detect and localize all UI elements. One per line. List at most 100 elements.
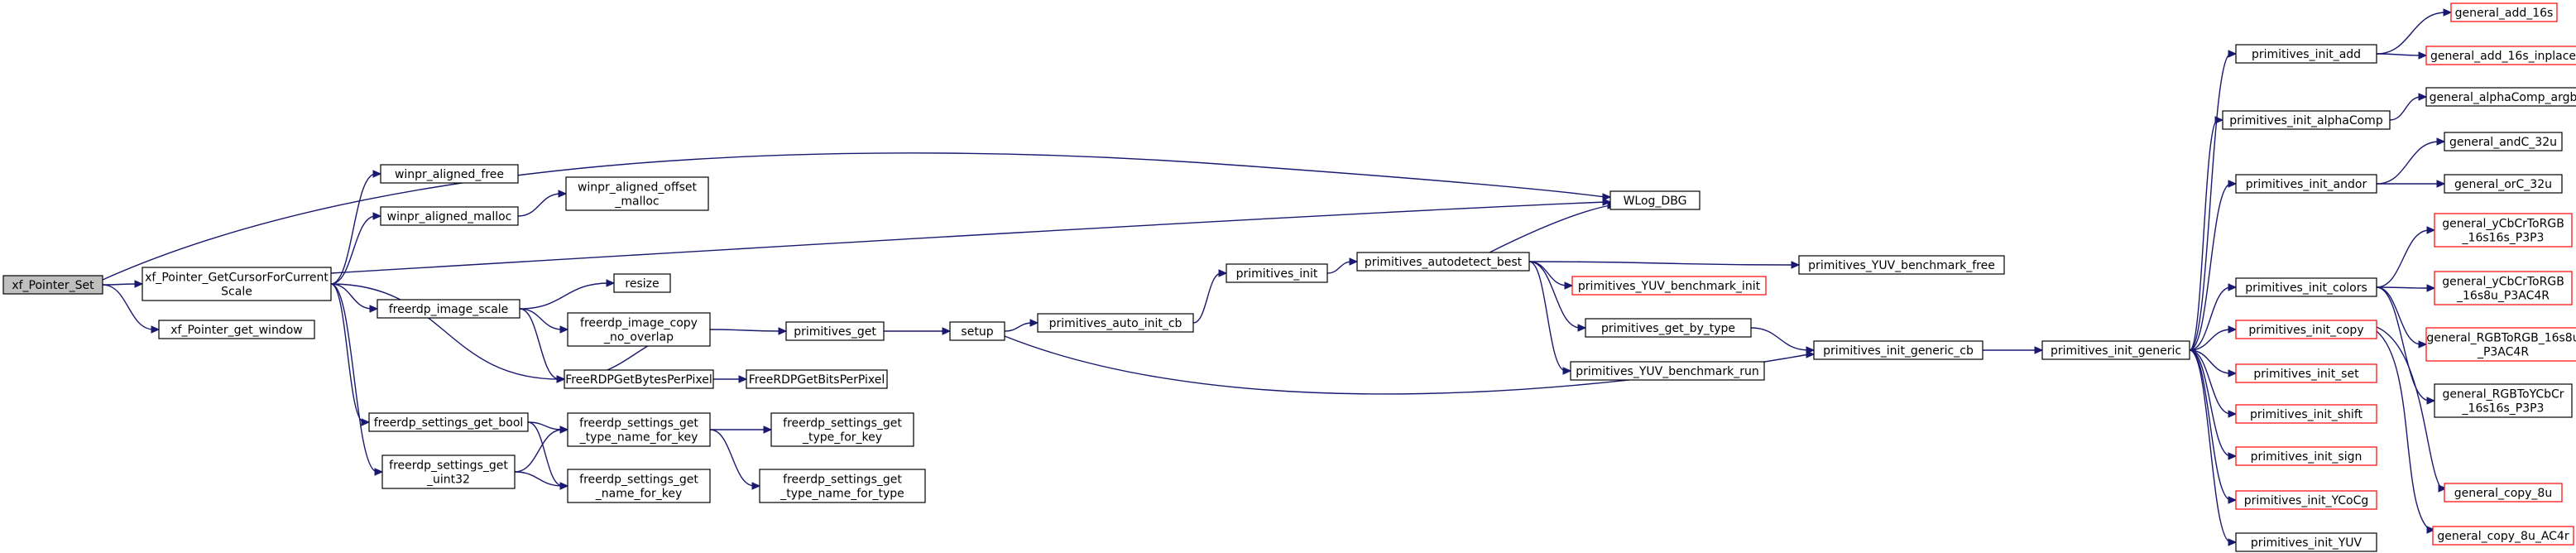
node-general_add_16s[interactable]: general_add_16s xyxy=(2450,2,2558,22)
node-box-primitives_init_add[interactable] xyxy=(2235,44,2377,64)
node-primitives_auto_init_cb[interactable]: primitives_auto_init_cb xyxy=(1037,313,1194,333)
node-general_add_16s_inplace[interactable]: general_add_16s_inplace xyxy=(2425,46,2576,65)
node-box-primitives_init_copy[interactable] xyxy=(2235,320,2377,339)
node-primitives_init_colors[interactable]: primitives_init_colors xyxy=(2235,277,2377,297)
node-box-general_RGBToRGB_16s8u_P3AC4R[interactable] xyxy=(2425,327,2576,362)
node-resize[interactable]: resize xyxy=(613,273,671,293)
node-box-freerdp_settings_get_type_for_key[interactable] xyxy=(770,412,914,447)
node-primitives_YUV_benchmark_run[interactable]: primitives_YUV_benchmark_run xyxy=(1570,361,1765,381)
node-freerdp_settings_get_type_name_for_key[interactable]: freerdp_settings_get_type_name_for_key xyxy=(567,412,711,447)
node-box-general_add_16s[interactable] xyxy=(2450,2,2558,22)
node-box-general_alphaComp_argb[interactable] xyxy=(2425,87,2576,107)
node-primitives_init_generic[interactable]: primitives_init_generic xyxy=(2041,340,2190,360)
node-box-general_add_16s_inplace[interactable] xyxy=(2425,46,2576,65)
node-primitives_YUV_benchmark_free[interactable]: primitives_YUV_benchmark_free xyxy=(1798,255,2005,275)
node-freerdp_settings_get_name_for_key[interactable]: freerdp_settings_get_name_for_key xyxy=(567,469,711,503)
node-box-general_orC_32u[interactable] xyxy=(2444,174,2563,194)
node-primitives_get[interactable]: primitives_get xyxy=(785,321,885,341)
node-box-freerdp_settings_get_bool[interactable] xyxy=(368,412,529,432)
node-box-primitives_init[interactable] xyxy=(1226,263,1328,283)
node-box-primitives_get_by_type[interactable] xyxy=(1585,318,1752,338)
node-general_RGBToYCbCr_16s16s_P3P3[interactable]: general_RGBToYCbCr_16s16s_P3P3 xyxy=(2434,383,2573,418)
node-FreeRDPGetBytesPerPixel[interactable]: FreeRDPGetBytesPerPixel xyxy=(564,369,714,389)
node-setup[interactable]: setup xyxy=(949,321,1005,341)
node-FreeRDPGetBitsPerPixel[interactable]: FreeRDPGetBitsPerPixel xyxy=(746,369,888,389)
node-box-winpr_aligned_malloc[interactable] xyxy=(380,206,519,226)
node-box-primitives_YUV_benchmark_free[interactable] xyxy=(1798,255,2005,275)
node-general_andC_32u[interactable]: general_andC_32u xyxy=(2444,132,2563,151)
node-primitives_init_YUV[interactable]: primitives_init_YUV xyxy=(2235,532,2377,552)
node-box-freerdp_settings_get_name_for_key[interactable] xyxy=(567,469,711,503)
node-box-freerdp_image_copy_no_overlap[interactable] xyxy=(567,312,711,347)
node-box-freerdp_settings_get_type_name_for_key[interactable] xyxy=(567,412,711,447)
node-box-primitives_init_set[interactable] xyxy=(2235,363,2377,383)
node-box-primitives_YUV_benchmark_run[interactable] xyxy=(1570,361,1765,381)
node-box-freerdp_settings_get_uint32[interactable] xyxy=(381,454,516,489)
node-box-general_RGBToYCbCr_16s16s_P3P3[interactable] xyxy=(2434,383,2573,418)
node-primitives_get_by_type[interactable]: primitives_get_by_type xyxy=(1585,318,1752,338)
node-primitives_init_add[interactable]: primitives_init_add xyxy=(2235,44,2377,64)
node-primitives_init_set[interactable]: primitives_init_set xyxy=(2235,363,2377,383)
node-freerdp_image_scale[interactable]: freerdp_image_scale xyxy=(377,299,520,319)
node-box-primitives_init_generic[interactable] xyxy=(2041,340,2190,360)
node-box-primitives_init_YCoCg[interactable] xyxy=(2235,490,2377,510)
node-box-setup[interactable] xyxy=(949,321,1005,341)
node-primitives_init_andor[interactable]: primitives_init_andor xyxy=(2235,174,2377,194)
node-box-winpr_aligned_offset_malloc[interactable] xyxy=(565,176,709,211)
node-box-primitives_init_generic_cb[interactable] xyxy=(1813,340,1984,360)
node-box-freerdp_image_scale[interactable] xyxy=(377,299,520,319)
node-box-FreeRDPGetBitsPerPixel[interactable] xyxy=(746,369,888,389)
node-freerdp_settings_get_type_name_for_type[interactable]: freerdp_settings_get_type_name_for_type xyxy=(759,469,926,503)
node-primitives_init_generic_cb[interactable]: primitives_init_generic_cb xyxy=(1813,340,1984,360)
node-freerdp_image_copy_no_overlap[interactable]: freerdp_image_copy_no_overlap xyxy=(567,312,711,347)
node-general_yCbCrToRGB_16s8u_P3AC4R[interactable]: general_yCbCrToRGB_16s8u_P3AC4R xyxy=(2434,271,2573,305)
node-winpr_aligned_offset_malloc[interactable]: winpr_aligned_offset_malloc xyxy=(565,176,709,211)
node-WLog_DBG[interactable]: WLog_DBG xyxy=(1609,190,1701,210)
node-box-primitives_auto_init_cb[interactable] xyxy=(1037,313,1194,333)
node-box-winpr_aligned_free[interactable] xyxy=(380,164,519,184)
node-box-primitives_init_andor[interactable] xyxy=(2235,174,2377,194)
node-winpr_aligned_malloc[interactable]: winpr_aligned_malloc xyxy=(380,206,519,226)
node-primitives_init_copy[interactable]: primitives_init_copy xyxy=(2235,320,2377,339)
node-primitives_autodetect_best[interactable]: primitives_autodetect_best xyxy=(1356,252,1530,272)
node-freerdp_settings_get_uint32[interactable]: freerdp_settings_get_uint32 xyxy=(381,454,516,489)
node-primitives_YUV_benchmark_init[interactable]: primitives_YUV_benchmark_init xyxy=(1571,276,1767,296)
node-box-general_yCbCrToRGB_16s16s_P3P3[interactable] xyxy=(2434,213,2573,248)
node-primitives_init[interactable]: primitives_init xyxy=(1226,263,1328,283)
node-box-general_copy_8u_AC4r[interactable] xyxy=(2432,526,2574,546)
node-box-general_andC_32u[interactable] xyxy=(2444,132,2563,151)
node-general_yCbCrToRGB_16s16s_P3P3[interactable]: general_yCbCrToRGB_16s16s_P3P3 xyxy=(2434,213,2573,248)
node-box-general_yCbCrToRGB_16s8u_P3AC4R[interactable] xyxy=(2434,271,2573,305)
node-box-primitives_YUV_benchmark_init[interactable] xyxy=(1571,276,1767,296)
node-box-primitives_init_sign[interactable] xyxy=(2235,446,2377,466)
node-general_orC_32u[interactable]: general_orC_32u xyxy=(2444,174,2563,194)
node-box-freerdp_settings_get_type_name_for_type[interactable] xyxy=(759,469,926,503)
node-box-WLog_DBG[interactable] xyxy=(1609,190,1701,210)
node-box-xf_Pointer_GetCursorForCurrentScale[interactable] xyxy=(142,267,332,301)
node-general_alphaComp_argb[interactable]: general_alphaComp_argb xyxy=(2425,87,2576,107)
node-primitives_init_sign[interactable]: primitives_init_sign xyxy=(2235,446,2377,466)
node-box-FreeRDPGetBytesPerPixel[interactable] xyxy=(564,369,714,389)
node-box-primitives_init_alphaComp[interactable] xyxy=(2222,110,2391,130)
node-general_copy_8u_AC4r[interactable]: general_copy_8u_AC4r xyxy=(2432,526,2574,546)
node-box-primitives_init_YUV[interactable] xyxy=(2235,532,2377,552)
node-box-primitives_autodetect_best[interactable] xyxy=(1356,252,1530,272)
node-general_RGBToRGB_16s8u_P3AC4R[interactable]: general_RGBToRGB_16s8u_P3AC4R xyxy=(2425,327,2576,362)
node-primitives_init_alphaComp[interactable]: primitives_init_alphaComp xyxy=(2222,110,2391,130)
node-box-general_copy_8u[interactable] xyxy=(2444,483,2563,503)
node-freerdp_settings_get_type_for_key[interactable]: freerdp_settings_get_type_for_key xyxy=(770,412,914,447)
node-xf_Pointer_Set[interactable]: xf_Pointer_Set xyxy=(2,275,103,295)
node-freerdp_settings_get_bool[interactable]: freerdp_settings_get_bool xyxy=(368,412,529,432)
node-box-primitives_get[interactable] xyxy=(785,321,885,341)
node-box-resize[interactable] xyxy=(613,273,671,293)
node-primitives_init_shift[interactable]: primitives_init_shift xyxy=(2235,404,2377,424)
node-box-xf_Pointer_get_window[interactable] xyxy=(158,320,315,339)
node-box-primitives_init_shift[interactable] xyxy=(2235,404,2377,424)
node-primitives_init_YCoCg[interactable]: primitives_init_YCoCg xyxy=(2235,490,2377,510)
node-xf_Pointer_get_window[interactable]: xf_Pointer_get_window xyxy=(158,320,315,339)
node-general_copy_8u[interactable]: general_copy_8u xyxy=(2444,483,2563,503)
node-winpr_aligned_free[interactable]: winpr_aligned_free xyxy=(380,164,519,184)
node-box-xf_Pointer_Set[interactable] xyxy=(2,275,103,295)
node-box-primitives_init_colors[interactable] xyxy=(2235,277,2377,297)
